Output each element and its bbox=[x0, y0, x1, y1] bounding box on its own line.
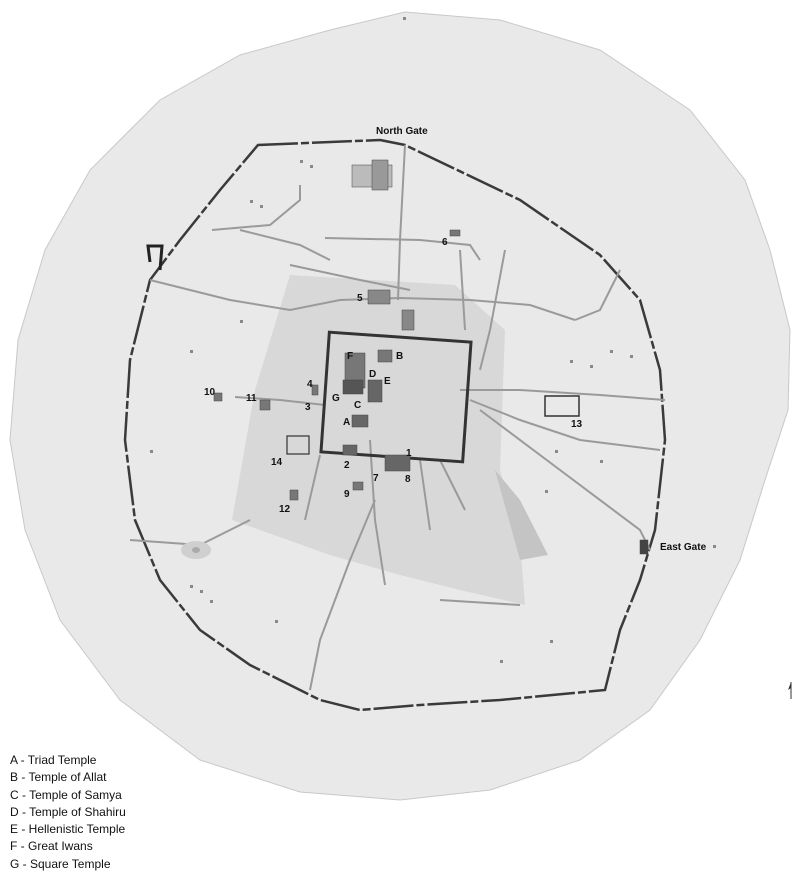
site-7: 7 bbox=[373, 473, 379, 484]
legend-item-b: B - Temple of Allat bbox=[10, 770, 107, 785]
site-2: 2 bbox=[344, 460, 350, 471]
legend-item-d: D - Temple of Shahiru bbox=[10, 804, 126, 819]
site-3: 3 bbox=[305, 402, 311, 413]
temple-label-f: F bbox=[347, 351, 353, 362]
temple-label-b: B bbox=[396, 351, 403, 362]
legend-item-f: F - Great Iwans bbox=[10, 839, 93, 854]
scattered-ruins bbox=[150, 17, 716, 663]
ruins bbox=[213, 159, 649, 555]
east-gate-label: East Gate bbox=[660, 542, 707, 553]
site-10: 10 bbox=[204, 387, 216, 398]
temple-label-a: A bbox=[343, 417, 350, 428]
roads bbox=[129, 144, 666, 691]
legend-item-g: G - Square Temple bbox=[10, 856, 111, 871]
legend-item-a: A - Triad Temple bbox=[10, 753, 97, 767]
city-wall bbox=[123, 138, 667, 712]
site-8: 8 bbox=[405, 474, 411, 485]
west-bastion bbox=[146, 244, 164, 271]
temple-letters: A B C D E F G bbox=[332, 351, 403, 428]
temple-label-d: D bbox=[369, 369, 376, 380]
site-numbers: 1 2 3 4 5 6 7 8 9 10 11 12 13 14 bbox=[204, 237, 583, 515]
site-5: 5 bbox=[357, 293, 363, 304]
site-12: 12 bbox=[279, 504, 291, 515]
site-9: 9 bbox=[344, 489, 350, 500]
site-11: 11 bbox=[246, 393, 257, 404]
central-zone bbox=[232, 275, 525, 605]
legend-item-c: C - Temple of Samya bbox=[10, 787, 122, 802]
legend-item-e: E - Hellenistic Temple bbox=[10, 822, 126, 837]
site-4: 4 bbox=[307, 379, 313, 390]
site-14: 14 bbox=[271, 457, 283, 468]
north-arrow-icon bbox=[788, 682, 792, 699]
site-1: 1 bbox=[406, 448, 412, 459]
temple-label-e: E bbox=[384, 376, 391, 387]
north-gate-label: North Gate bbox=[376, 126, 428, 137]
map-legend: A - Triad Temple B - Temple of Allat C -… bbox=[10, 752, 270, 873]
temple-label-g: G bbox=[332, 393, 340, 404]
site-6: 6 bbox=[442, 237, 448, 248]
central-zone-shadow bbox=[495, 470, 548, 560]
site-13: 13 bbox=[571, 419, 583, 430]
temple-label-c: C bbox=[354, 400, 361, 411]
